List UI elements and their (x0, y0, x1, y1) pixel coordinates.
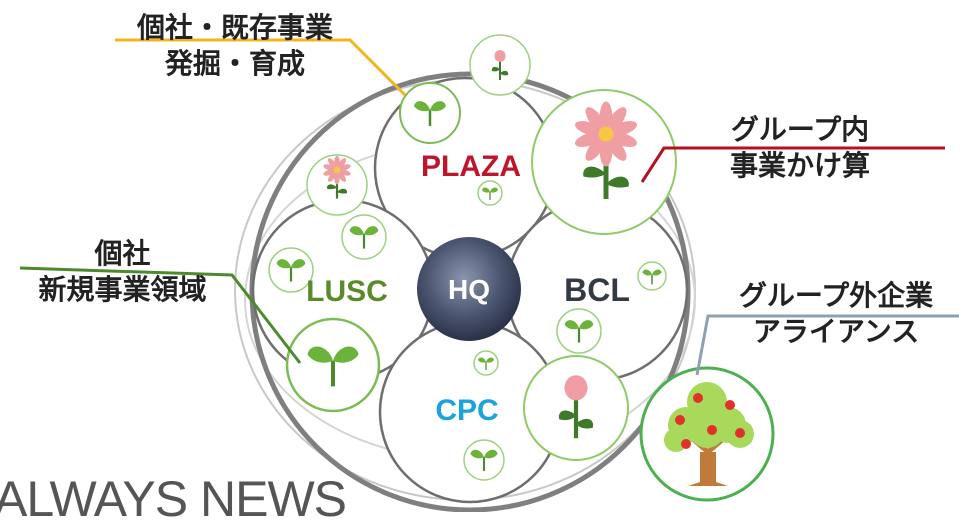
callout-top-left-line2: 発掘・育成 (164, 47, 305, 80)
callout-line-top-right (640, 146, 945, 183)
apple-tree-icon (664, 382, 754, 486)
callout-top-right: グループ内 事業かけ算 (700, 112, 900, 184)
watermark-text: ALWAYS NEWS (0, 471, 347, 527)
callout-top-right-line1: グループ内 (730, 113, 870, 146)
callout-line-bottom-right (695, 314, 959, 376)
callout-top-right-line2: 事業かけ算 (729, 149, 870, 182)
bcl-label: BCL (564, 272, 630, 308)
callout-left-line2: 新規事業領域 (38, 273, 207, 306)
callout-top-left: 個社・既存事業 発掘・育成 (110, 10, 360, 82)
callout-line-left (19, 266, 302, 364)
callout-top-left-line1: 個社・既存事業 (136, 11, 333, 44)
callout-left-line1: 個社 (94, 237, 151, 270)
callout-bottom-right-line1: グループ外企業 (738, 279, 934, 312)
callout-line-top-left (115, 38, 407, 97)
ecosystem-diagram: PLAZA LUSC BCL CPC HQ (19, 34, 959, 512)
hq-label: HQ (448, 274, 490, 305)
lusc-label: LUSC (306, 275, 388, 308)
plaza-label: PLAZA (421, 150, 521, 183)
cpc-label: CPC (435, 394, 498, 427)
callout-bottom-right-line2: アライアンス (752, 315, 920, 348)
diagram-canvas: PLAZA LUSC BCL CPC HQ 個社・既存事業 発掘・育成 個社 新… (0, 10, 959, 527)
hq-circle (417, 237, 521, 341)
callout-bottom-right: グループ外企業 アライアンス (718, 278, 954, 350)
callout-left: 個社 新規事業領域 (10, 236, 235, 308)
